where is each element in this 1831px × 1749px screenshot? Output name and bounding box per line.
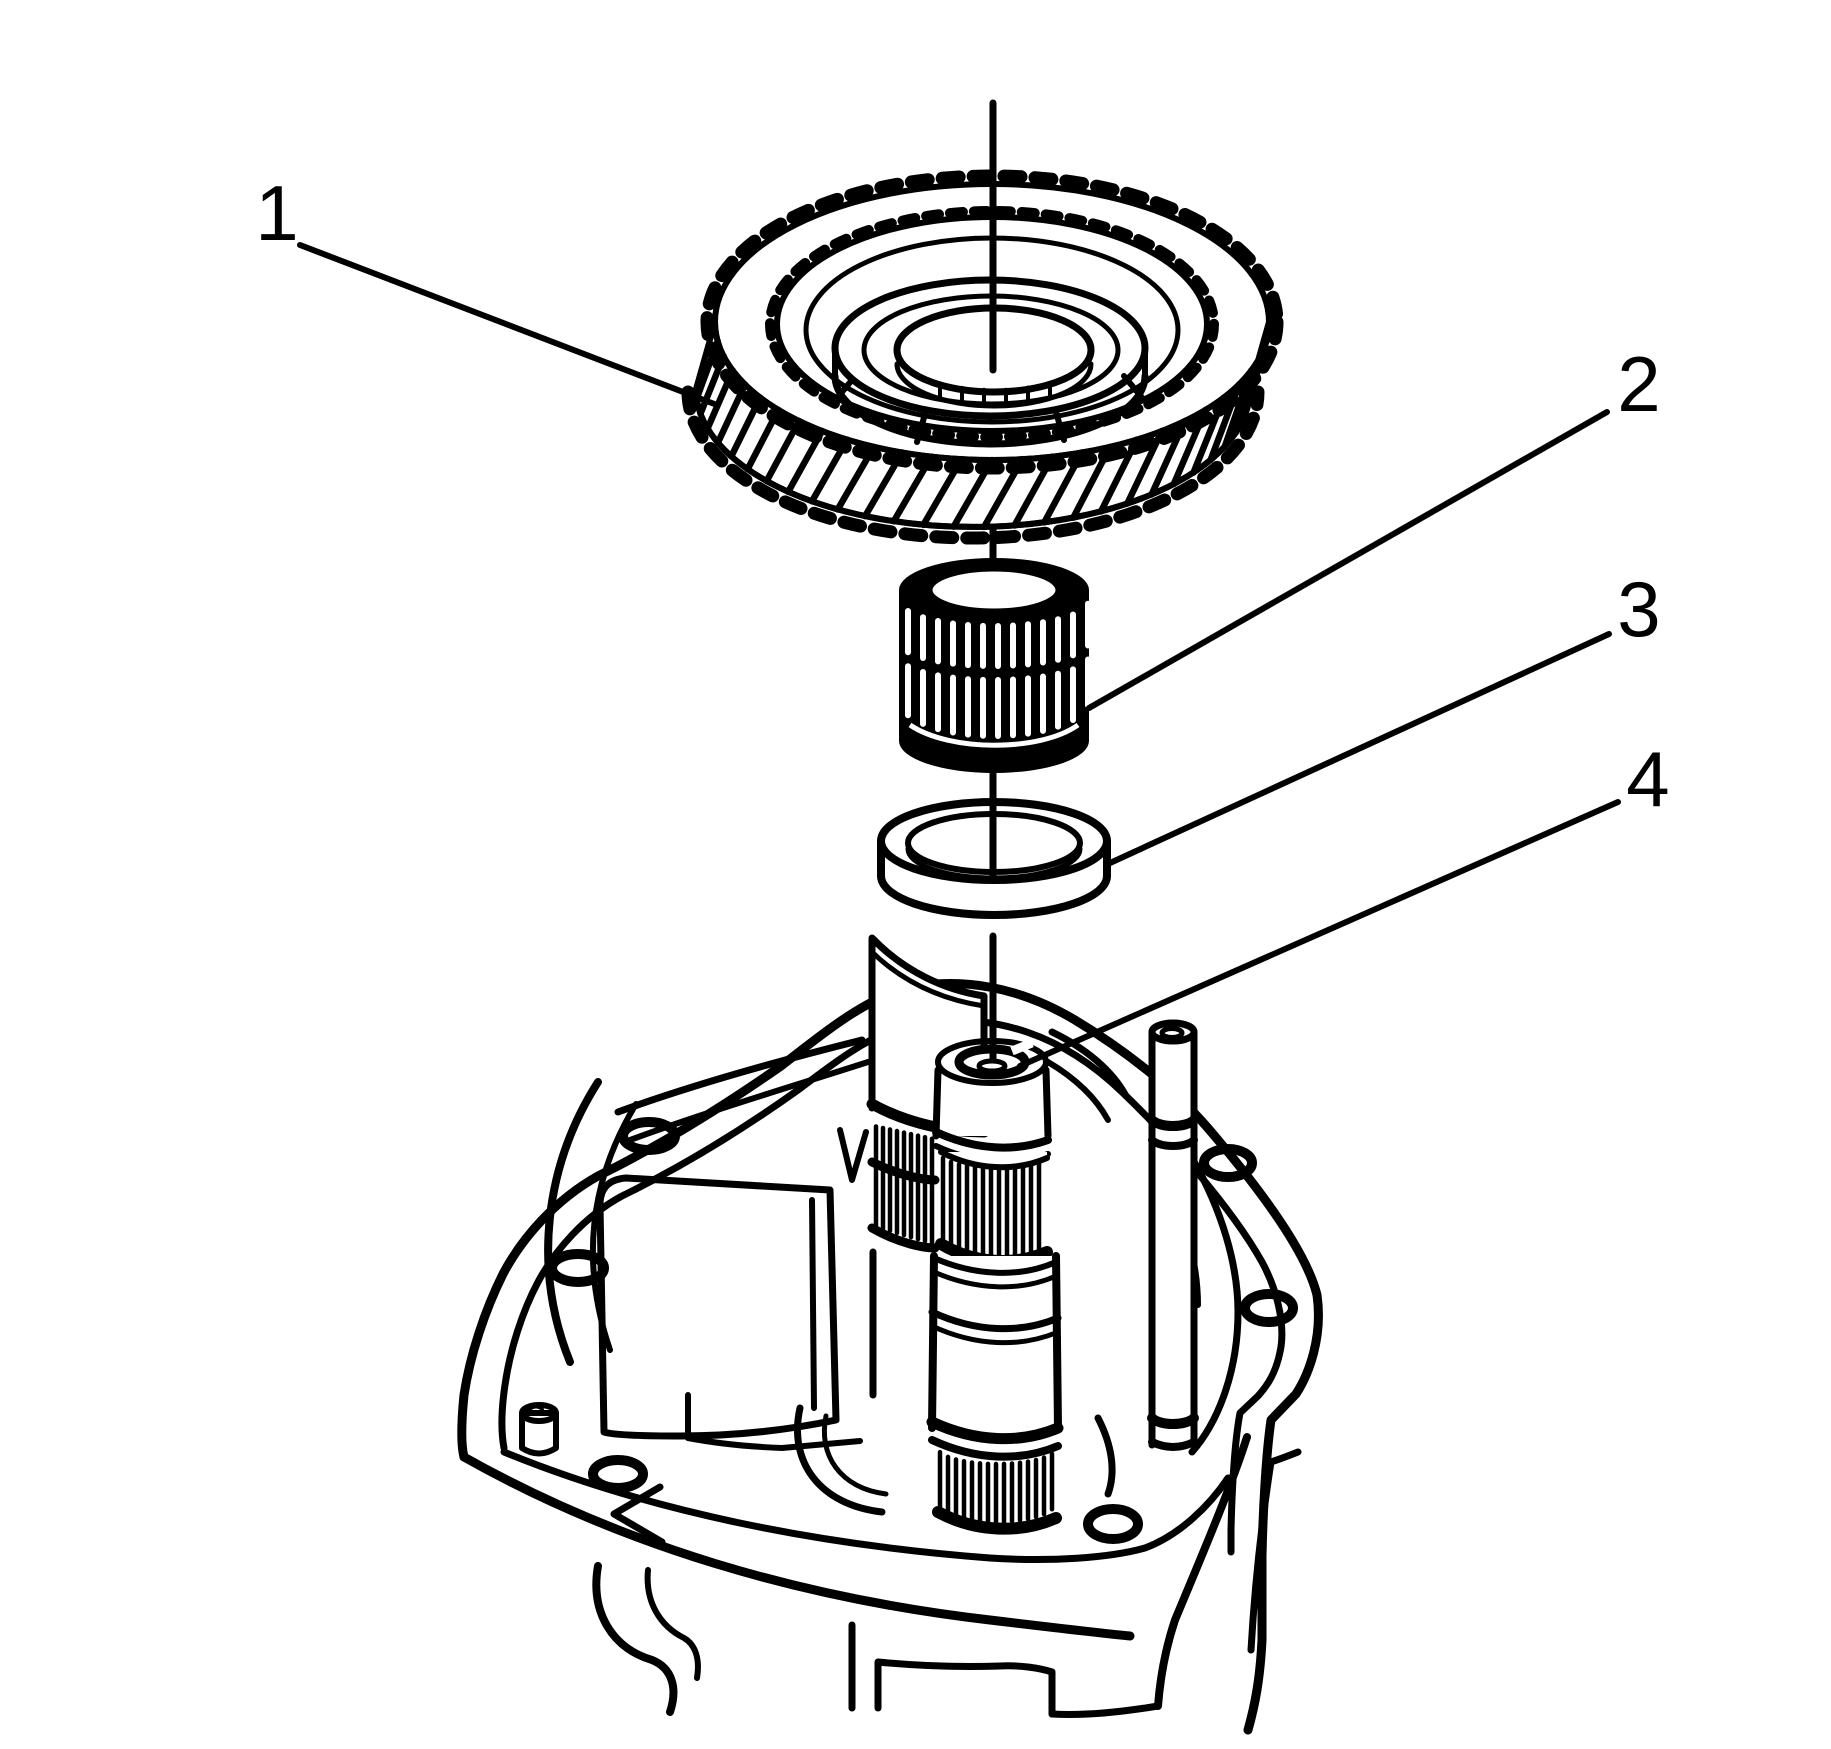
shaft-center-detail — [976, 1058, 1008, 1074]
leader-line-4 — [1017, 799, 1621, 1069]
race-ring-illustration — [877, 798, 1111, 919]
spline-hatch — [940, 1155, 1042, 1263]
callout-label-1: 1 — [255, 169, 298, 257]
housing-illustration — [457, 979, 1323, 1735]
leader-line-1 — [297, 242, 720, 408]
callout-shaft-assembly: 4 — [1017, 735, 1670, 1069]
callout-needle-bearing-cage: 2 — [1086, 340, 1661, 711]
leader-line-3 — [1107, 631, 1612, 866]
callout-label-3: 3 — [1617, 565, 1660, 653]
needle-bearing-illustration — [899, 558, 1091, 773]
guide-pin — [1147, 1019, 1199, 1451]
spline-hatch — [937, 1449, 1055, 1525]
hub-spline-ticks — [938, 381, 1052, 406]
callouts: 1 2 3 4 — [255, 169, 1670, 1069]
callout-label-4: 4 — [1626, 735, 1669, 823]
spline-hatch — [873, 1124, 935, 1246]
helical-gear-illustration — [681, 169, 1284, 545]
shaft-assembly-illustration — [866, 934, 1199, 1535]
callout-bearing-race-ring: 3 — [1107, 565, 1661, 866]
roller-slots — [905, 600, 1091, 739]
callout-label-2: 2 — [1617, 340, 1660, 428]
dowel-pin — [519, 1402, 559, 1457]
callout-helical-gear: 1 — [255, 169, 720, 408]
main-shaft — [926, 1038, 1064, 1535]
bolt-holes — [547, 1117, 1298, 1544]
leader-line-2 — [1086, 409, 1610, 711]
